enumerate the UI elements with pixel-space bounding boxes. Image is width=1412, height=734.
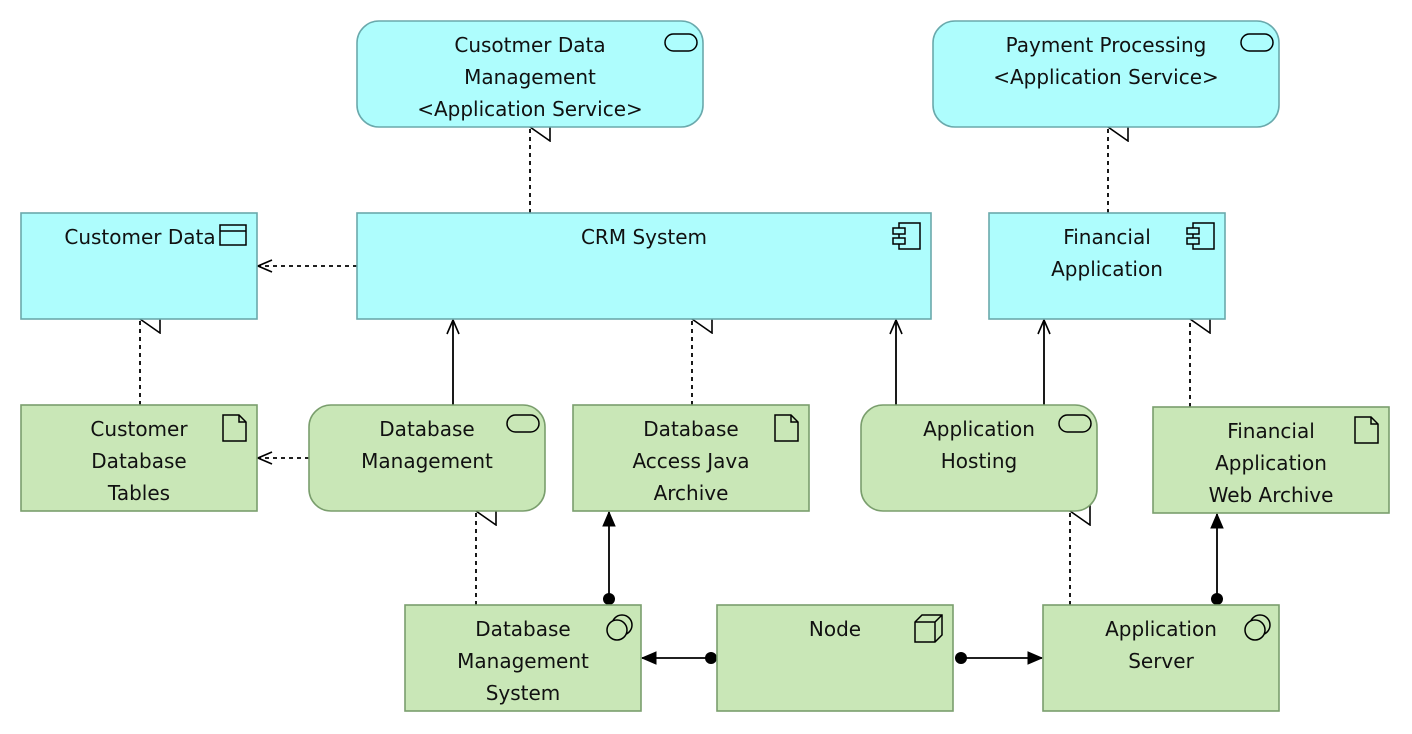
database-management-system-label-line: System (486, 681, 561, 705)
crm-system-element[interactable]: CRM System (356, 212, 932, 320)
financial-application-web-archive-label-line: Web Archive (1209, 483, 1334, 507)
application-hosting-label-line: Application (923, 417, 1035, 441)
financial-application-web-archive-label-line: Application (1215, 451, 1327, 475)
node-label-line: Node (809, 617, 861, 641)
database-management-label-line: Database (379, 417, 474, 441)
customer-database-tables-box (20, 404, 258, 512)
artifact-icon (774, 414, 799, 442)
customer-database-tables-label-line: Database (91, 449, 186, 473)
database-access-java-archive-label-line: Database (643, 417, 738, 441)
financial-application-web-archive-box (1152, 406, 1390, 514)
database-access-java-archive-label-line: Archive (654, 481, 729, 505)
system-software-icon (1244, 614, 1271, 641)
customer-database-tables-label-line: Tables (107, 481, 170, 505)
database-management-box (308, 404, 546, 512)
artifact-icon (1354, 416, 1379, 444)
payment-processing-service-element[interactable]: Payment Processing <Application Service> (932, 20, 1280, 128)
database-management-label-line: Management (361, 449, 493, 473)
application-server-label-line: Server (1128, 649, 1194, 673)
customer-data-management-service-label-line: Cusotmer Data (454, 33, 605, 57)
relations-layer (140, 127, 1217, 658)
financial-application-label-line: Application (1051, 257, 1163, 281)
payment-processing-service-box (932, 20, 1280, 128)
service-icon (664, 33, 698, 52)
financial-application-web-archive-label-line: Financial (1227, 419, 1315, 443)
customer-data-box (20, 212, 258, 320)
database-management-system-label-line: Database (475, 617, 570, 641)
node-box (716, 604, 954, 712)
node-element[interactable]: Node (716, 604, 954, 712)
database-access-java-archive-box (572, 404, 810, 512)
component-icon (1186, 222, 1215, 250)
database-management-system-box (404, 604, 642, 712)
customer-data-management-service-box (356, 20, 704, 128)
node-icon (914, 614, 943, 643)
customer-data-label-line: Customer Data (64, 225, 215, 249)
financial-application-box (988, 212, 1226, 320)
customer-data-element[interactable]: Customer Data (20, 212, 258, 320)
crm-system-label-line: CRM System (581, 225, 707, 249)
service-icon (506, 414, 540, 433)
application-server-box (1042, 604, 1280, 712)
crm-system-box (356, 212, 932, 320)
service-icon (1240, 33, 1274, 52)
customer-data-management-service-label-line: <Application Service> (417, 97, 643, 121)
customer-data-management-service-label-line: Management (464, 65, 596, 89)
payment-processing-service-label-line: <Application Service> (993, 65, 1219, 89)
payment-processing-service-label-line: Payment Processing (1006, 33, 1207, 57)
component-icon (892, 222, 921, 250)
database-access-java-archive-label-line: Access Java (632, 449, 749, 473)
system-software-icon (606, 614, 633, 641)
financial-application-label-line: Financial (1063, 225, 1151, 249)
service-icon (1058, 414, 1092, 433)
data-object-icon (219, 224, 247, 246)
artifact-icon (222, 414, 247, 442)
application-server-label-line: Application (1105, 617, 1217, 641)
application-hosting-label-line: Hosting (941, 449, 1017, 473)
application-hosting-box (860, 404, 1098, 512)
customer-database-tables-label-line: Customer (90, 417, 188, 441)
database-management-system-label-line: Management (457, 649, 589, 673)
